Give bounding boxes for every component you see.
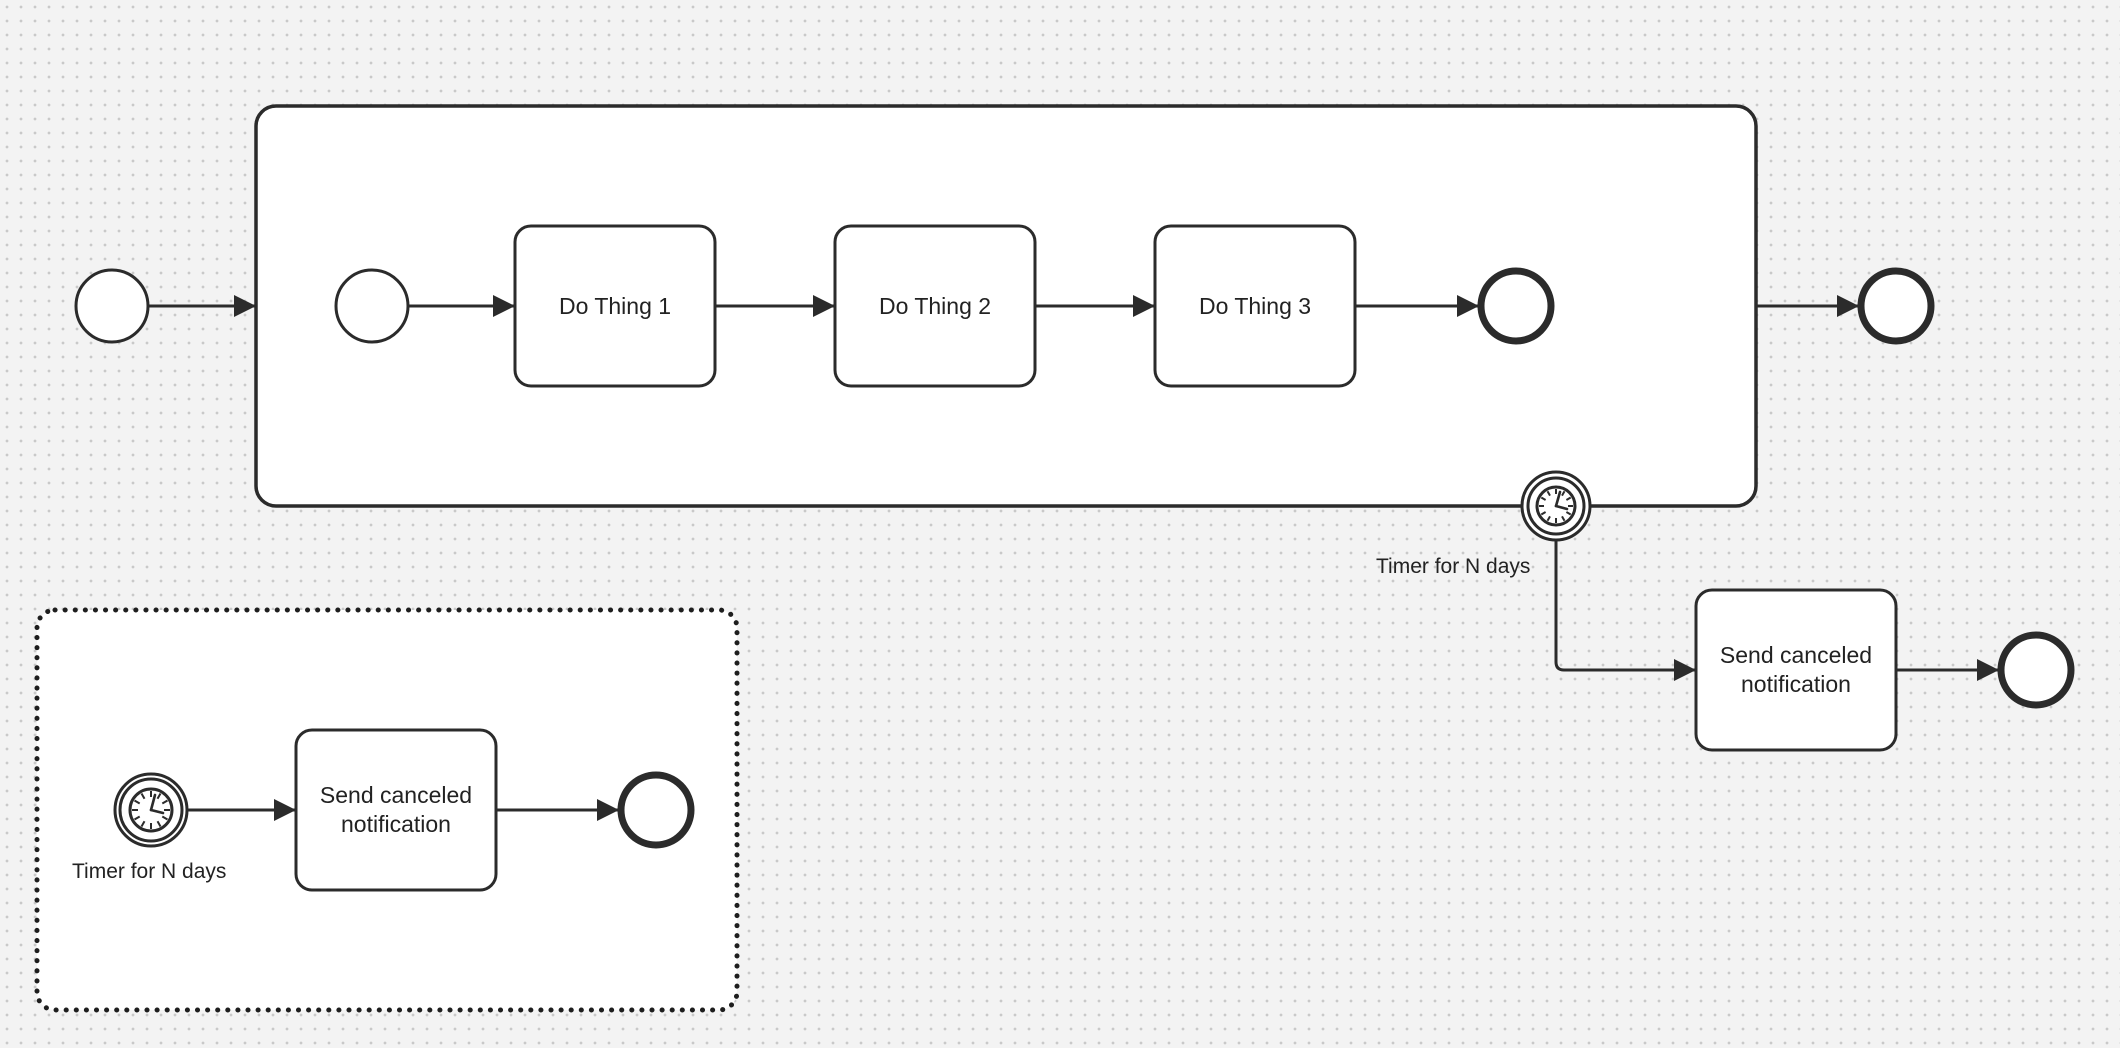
legend-timer-label: Timer for N days: [72, 860, 227, 883]
boundary-timer-label: Timer for N days: [1376, 555, 1531, 578]
task-do-thing-3[interactable]: [1153, 224, 1357, 388]
task-do-thing-1[interactable]: [513, 224, 717, 388]
sequence-flow-timer-to-send-notification[interactable]: [1554, 540, 1696, 681]
legend-task-send-canceled-notification[interactable]: [294, 728, 498, 892]
start-event[interactable]: [74, 268, 150, 344]
clock-icon: [128, 787, 174, 833]
clock-icon: [1535, 485, 1577, 527]
legend-end-event[interactable]: [617, 771, 695, 849]
subprocess-end-event[interactable]: [1477, 267, 1555, 345]
task-do-thing-2[interactable]: [833, 224, 1037, 388]
boundary-timer-event[interactable]: [1520, 470, 1592, 542]
legend-timer-start-event[interactable]: [113, 772, 189, 848]
task-send-canceled-notification[interactable]: [1694, 588, 1898, 752]
end-event[interactable]: [1857, 267, 1935, 345]
cancel-end-event[interactable]: [1997, 631, 2075, 709]
subprocess-start-event[interactable]: [334, 268, 410, 344]
